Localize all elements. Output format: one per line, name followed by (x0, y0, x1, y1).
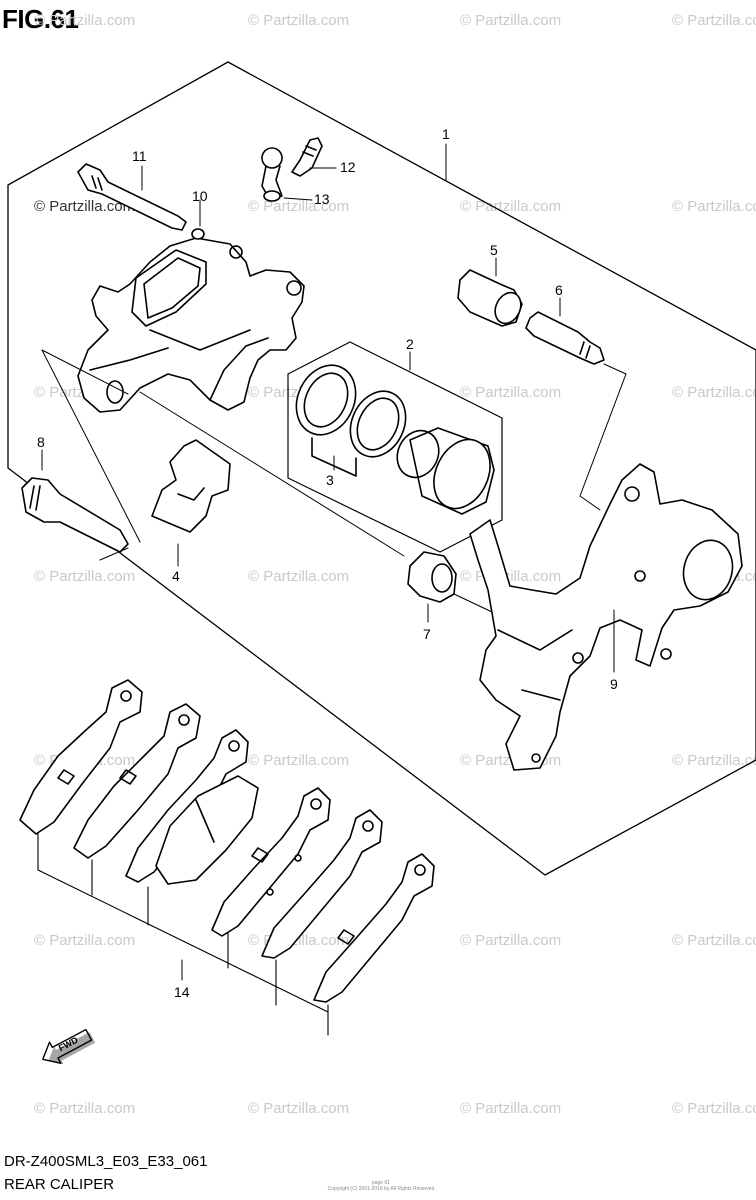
fwd-arrow-icon (42, 1028, 96, 1065)
callout-10: 10 (192, 188, 208, 204)
callout-14: 14 (174, 984, 190, 1000)
watermark: © Partzilla.com (460, 384, 562, 401)
watermark: © Partzilla.com (460, 932, 562, 949)
watermark: © Partzilla.com (248, 12, 350, 29)
watermark: © Partzilla.com (672, 752, 756, 769)
alignment-lines (41, 349, 627, 613)
pad-spring-4 (151, 439, 231, 533)
callout-9: 9 (610, 676, 618, 692)
watermark: © Partzilla.com (672, 198, 756, 215)
watermark: © Partzilla.com (248, 198, 350, 215)
leader-lines (41, 143, 615, 981)
cap-10 (191, 228, 205, 240)
guide-pin-8 (21, 477, 129, 553)
piston (396, 427, 495, 515)
section-title: REAR CALIPER (4, 1176, 115, 1193)
model-code: DR-Z400SML3_E03_E33_061 (4, 1153, 208, 1170)
watermark: © Partzilla.com (248, 752, 350, 769)
watermark: © Partzilla.com (248, 568, 350, 585)
watermark: © Partzilla.com (672, 932, 756, 949)
assembly-outline (7, 61, 756, 876)
callout-13: 13 (314, 191, 330, 207)
callout-12: 12 (340, 159, 356, 175)
boot-7 (407, 551, 457, 603)
copyright-line-1: Copyright (C) 2001-2016 by All Rights Re… (327, 1186, 435, 1192)
copyright-notice: page 61 Copyright (C) 2001-2016 by All R… (326, 1180, 436, 1192)
watermark: © Partzilla.com (460, 1100, 562, 1117)
callout-7: 7 (423, 626, 431, 642)
brake-pads-14 (19, 679, 435, 1003)
watermark: © Partzilla.com (34, 12, 136, 29)
callout-4: 4 (172, 568, 180, 584)
pad-bracket-lines (37, 829, 329, 1036)
copyright-line-2: page 61 (371, 1180, 391, 1186)
figure-title: FIG.61 (2, 4, 79, 34)
caliper-bracket-9 (469, 463, 743, 771)
callout-1: 1 (442, 126, 450, 142)
callout-6: 6 (555, 282, 563, 298)
caliper-body (77, 237, 305, 413)
callout-11: 11 (132, 148, 147, 164)
bleeder-screw-12 (291, 137, 323, 177)
watermark: © Partzilla.com (34, 932, 136, 949)
watermark: © Partzilla.com (672, 1100, 756, 1117)
watermark: © Partzilla.com (460, 12, 562, 29)
piston-group-outline (287, 341, 503, 553)
watermark: © Partzilla.com (34, 198, 136, 215)
seals-3 (295, 364, 407, 477)
watermark: © Partzilla.com (672, 384, 756, 401)
watermark: © Partzilla.com (248, 1100, 350, 1117)
banjo-fitting-13 (261, 147, 283, 202)
callout-8: 8 (37, 434, 45, 450)
callout-3: 3 (326, 472, 334, 488)
watermark: © Partzilla.com (34, 1100, 136, 1117)
callout-2: 2 (406, 336, 414, 352)
callout-5: 5 (490, 242, 498, 258)
watermark: © Partzilla.com (34, 568, 136, 585)
watermark: © Partzilla.com (672, 12, 756, 29)
pin-6 (525, 311, 605, 365)
bleeder-pin-11 (77, 163, 187, 231)
sleeve-5 (457, 269, 523, 327)
